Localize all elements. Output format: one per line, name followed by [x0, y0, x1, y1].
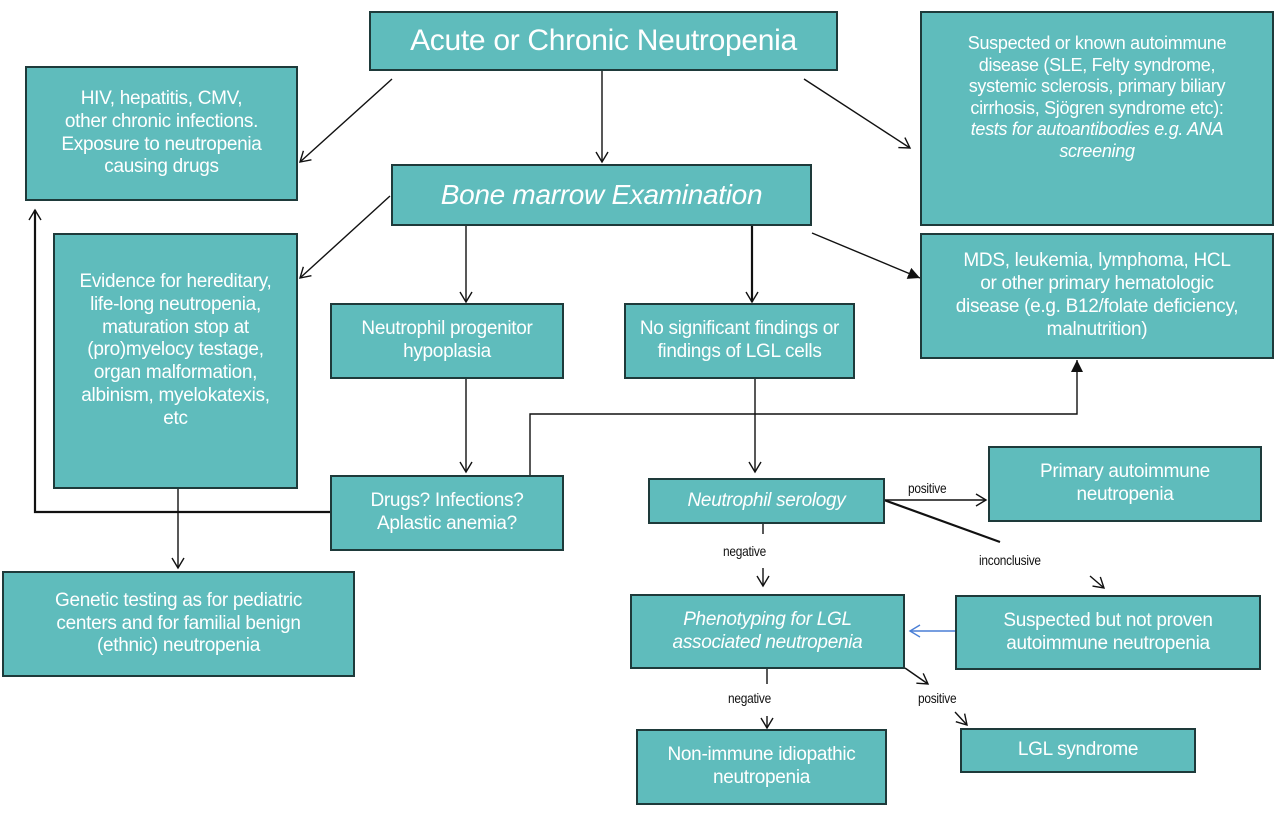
arrow-bone-marrow-to-hematologic — [811, 232, 921, 279]
node-line: other chronic infections. — [64, 110, 259, 132]
node-non-immune-idiopathic: Non-immune idiopathic neutropenia — [636, 729, 887, 805]
node-line: (ethnic) neutropenia — [97, 635, 260, 657]
node-lgl-syndrome-text: LGL syndrome — [1017, 739, 1139, 761]
node-line: Primary autoimmune — [1040, 461, 1210, 483]
node-hereditary-evidence: Evidence for hereditary, life-long neutr… — [53, 233, 298, 489]
node-line: associated neutropenia — [672, 631, 863, 653]
node-line: cirrhosis, Sjögren syndrome etc): — [970, 97, 1224, 118]
arrow-phenotyping-positive-a — [904, 667, 930, 685]
node-line: systemic sclerosis, primary biliary — [968, 76, 1226, 97]
node-line: findings of LGL cells — [657, 341, 822, 362]
node-line: hypoplasia — [403, 341, 491, 362]
node-neutrophil-serology-text: Neutrophil serology — [687, 489, 846, 511]
node-line: malnutrition) — [1046, 318, 1148, 340]
node-line: Suspected or known autoimmune — [967, 33, 1227, 53]
node-line: centers and for familial benign — [56, 612, 301, 634]
node-acute-chronic-neutropenia: Acute or Chronic Neutropenia — [369, 11, 838, 71]
node-lgl-syndrome: LGL syndrome — [960, 728, 1196, 773]
node-line: HIV, hepatitis, CMV, — [80, 87, 243, 109]
node-line: Neutrophil progenitor — [361, 318, 533, 340]
edge-label-serology-inconclusive: inconclusive — [979, 552, 1041, 568]
node-line: Drugs? Infections? — [370, 490, 524, 512]
node-genetic-testing: Genetic testing as for pediatric centers… — [2, 571, 355, 677]
arrow-acute-to-infections — [298, 78, 393, 163]
node-no-significant-findings: No significant findings or findings of L… — [624, 303, 855, 379]
node-line: MDS, leukemia, lymphoma, HCL — [963, 250, 1231, 272]
node-line-italic: tests for autoantibodies e.g. ANA — [970, 119, 1224, 140]
node-progenitor-hypoplasia: Neutrophil progenitor hypoplasia — [330, 303, 564, 379]
node-line: No significant findings or — [639, 318, 840, 340]
node-line: Non-immune idiopathic — [667, 744, 856, 766]
arrow-serology-inconclusive-b — [1089, 575, 1106, 589]
node-neutrophil-serology: Neutrophil serology — [648, 478, 885, 524]
node-line: Exposure to neutropenia — [61, 133, 262, 155]
node-line: Genetic testing as for pediatric — [54, 589, 303, 611]
arrow-drugs-to-hematologic — [529, 360, 1083, 478]
node-line: neutropenia — [712, 767, 811, 788]
arrow-acute-to-autoimmune-disease — [803, 78, 912, 149]
arrow-serology-inconclusive-a — [883, 498, 1001, 544]
arrow-bone-marrow-to-hereditary — [298, 195, 391, 279]
node-line: Phenotyping for LGL — [683, 608, 852, 630]
node-line: maturation stop at — [102, 316, 249, 338]
node-line: (pro)myelocy testage, — [87, 339, 264, 361]
arrow-phenotyping-positive-b — [954, 711, 968, 726]
node-line: albinism, myelokatexis, — [81, 384, 270, 406]
edge-label-phenotyping-positive: positive — [918, 690, 957, 706]
node-line: disease (SLE, Felty syndrome, — [978, 54, 1216, 75]
node-drugs-infections-aplastic: Drugs? Infections? Aplastic anemia? — [330, 475, 564, 551]
node-acute-chronic-neutropenia-text: Acute or Chronic Neutropenia — [410, 24, 797, 57]
node-line: neutropenia — [1076, 484, 1174, 505]
node-lgl-phenotyping: Phenotyping for LGL associated neutropen… — [630, 594, 905, 669]
node-line: life-long neutropenia, — [90, 293, 261, 315]
node-line-italic: screening — [1059, 140, 1135, 161]
node-line: Aplastic anemia? — [377, 513, 517, 534]
node-line: organ malformation, — [93, 362, 258, 384]
node-line: disease (e.g. B12/folate deficiency, — [955, 296, 1239, 317]
node-autoimmune-disease: Suspected or known autoimmune disease (S… — [920, 11, 1274, 226]
node-infections: HIV, hepatitis, CMV, other chronic infec… — [25, 66, 298, 201]
node-line: autoimmune neutropenia — [1006, 632, 1210, 654]
node-line: Suspected but not proven — [1003, 609, 1213, 631]
node-line: causing drugs — [104, 156, 219, 178]
edge-label-phenotyping-negative: negative — [728, 690, 771, 706]
node-bone-marrow-examination: Bone marrow Examination — [391, 164, 812, 226]
node-bone-marrow-examination-text: Bone marrow Examination — [440, 179, 763, 211]
arrow-drugs-to-infections — [28, 208, 332, 514]
node-hematologic-disease: MDS, leukemia, lymphoma, HCL or other pr… — [920, 233, 1274, 359]
edge-label-serology-positive: positive — [908, 480, 947, 496]
node-line: Evidence for hereditary, — [79, 271, 272, 292]
node-line: or other primary hematologic — [980, 273, 1214, 295]
node-primary-autoimmune-neutropenia: Primary autoimmune neutropenia — [988, 446, 1262, 522]
node-suspected-autoimmune: Suspected but not proven autoimmune neut… — [955, 595, 1261, 670]
node-line: etc — [163, 407, 188, 429]
edge-label-serology-negative: negative — [723, 543, 766, 559]
